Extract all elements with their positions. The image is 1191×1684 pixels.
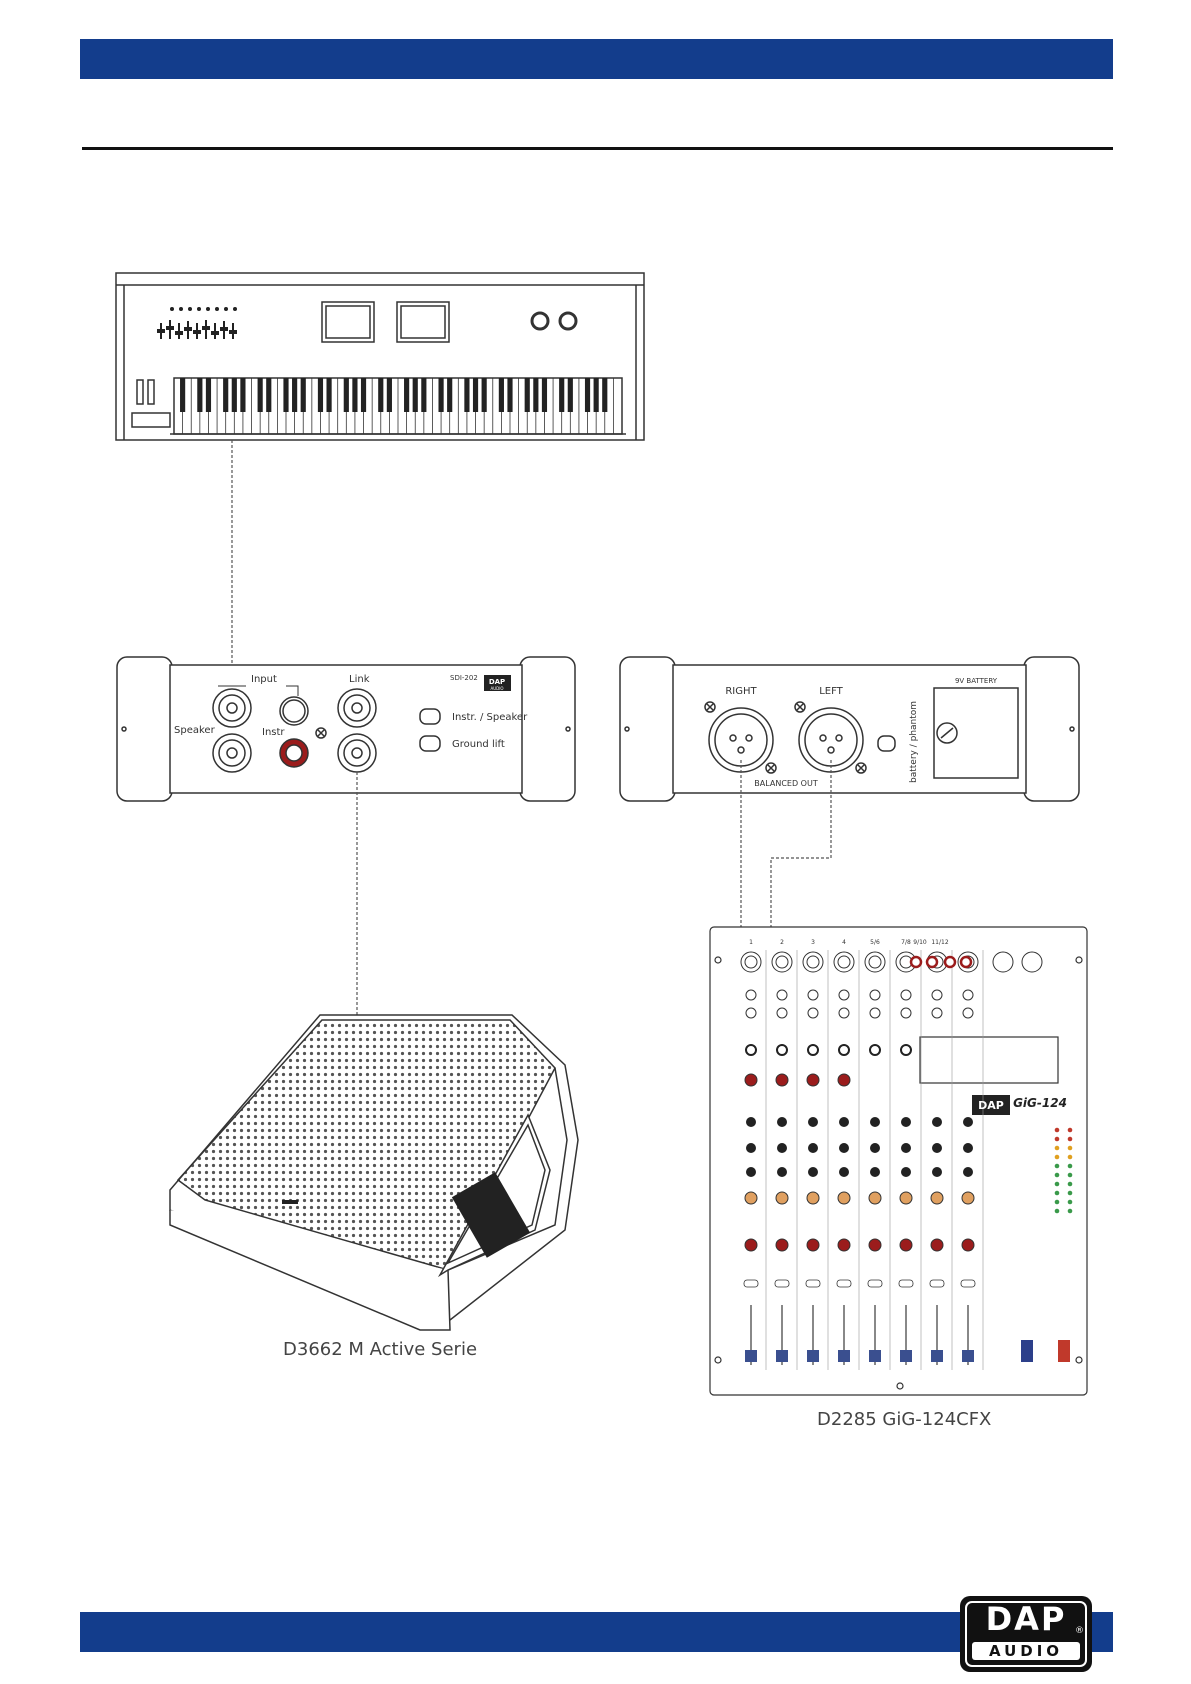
sdi-switch2-label: Ground lift [452, 739, 505, 750]
di-balanced-out-label: BALANCED OUT [754, 779, 818, 788]
sdi-switch1-label: Instr. / Speaker [452, 712, 528, 723]
di-battery-label: 9V BATTERY [955, 677, 998, 685]
sdi-link-label: Link [349, 674, 370, 685]
mixer-ch-5: 5/6 [870, 939, 880, 946]
sdi-instr-label: Instr [262, 727, 285, 738]
di-right-label: RIGHT [725, 686, 757, 697]
mixer-ch-1: 1 [749, 939, 753, 946]
di-balanced-out-box [620, 657, 1079, 801]
logo-audio-text: AUDIO [972, 1642, 1080, 1660]
sdi-model-label: SDI-202 [450, 674, 478, 682]
bottom-footer-band [80, 1612, 1113, 1652]
sdi-logo-audio: AUDIO [490, 686, 503, 691]
mixer-gig-124 [710, 927, 1087, 1395]
mixer-ch-7: 9/10 [913, 939, 927, 946]
sdi-input-label: Input [251, 674, 277, 685]
registered-mark: ® [1075, 1626, 1084, 1636]
caption-monitor: D3662 M Active Serie [283, 1339, 477, 1360]
mixer-ch-3: 3 [811, 939, 815, 946]
mixer-brand-label: GiG-124 [1013, 1096, 1067, 1110]
di-power-label: battery / phantom [909, 701, 919, 783]
mixer-ch-8: 11/12 [931, 939, 948, 946]
dap-audio-logo: DAP ® AUDIO [960, 1596, 1092, 1672]
mixer-dap-badge: DAP [978, 1099, 1004, 1112]
caption-mixer: D2285 GiG-124CFX [817, 1409, 991, 1430]
floor-monitor [170, 1015, 578, 1330]
mixer-ch-2: 2 [780, 939, 784, 946]
keyboard [116, 273, 644, 440]
mixer-ch-4: 4 [842, 939, 846, 946]
di-left-label: LEFT [819, 686, 843, 697]
sdi-speaker-label: Speaker [174, 725, 216, 736]
sdi-logo-dap: DAP [489, 678, 505, 686]
logo-dap-text: DAP [960, 1600, 1092, 1638]
mixer-ch-6: 7/8 [901, 939, 911, 946]
